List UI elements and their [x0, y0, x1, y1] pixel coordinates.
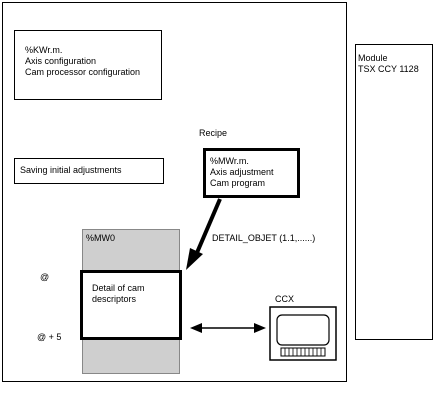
recipe-to-cam-arrow-shaft [194, 198, 222, 256]
mw0-label: %MW0 [86, 233, 115, 243]
cam-ccx-arrow-head-right [254, 323, 266, 333]
kwr-line-1: %KWr.m. [25, 45, 63, 55]
saving-adjustments-label: Saving initial adjustments [20, 165, 122, 175]
detail-objet-label: DETAIL_OBJET (1.1,......) [212, 233, 316, 243]
recipe-label: Recipe [199, 128, 228, 138]
recipe-to-cam-arrow-head [186, 248, 203, 270]
ccx-label: CCX [275, 294, 295, 304]
mwr-line-2: Axis adjustment [210, 167, 274, 177]
module-box: Module TSX CCY 1128 [355, 44, 433, 340]
mwr-line-3: Cam program [210, 178, 266, 188]
cam-descriptors-box: Detail of cam descriptors [80, 270, 182, 340]
kwr-line-3: Cam processor configuration [25, 67, 141, 77]
at-address-label: @ [40, 272, 50, 282]
at-plus5-label: @ + 5 [37, 332, 62, 342]
cam-ccx-arrow-head-left [190, 323, 202, 333]
outer-frame [2, 2, 347, 382]
cam-line-1: Detail of cam [92, 283, 145, 293]
saving-adjustments-box: Saving initial adjustments [14, 158, 164, 184]
mwr-recipe-box: %MWr.m. Axis adjustment Cam program [203, 148, 300, 198]
kwr-line-2: Axis configuration [25, 56, 97, 66]
mwr-line-1: %MWr.m. [210, 156, 249, 166]
module-line-1: Module [358, 53, 388, 63]
kwr-config-box: %KWr.m. Axis configuration Cam processor… [14, 30, 162, 100]
module-line-2: TSX CCY 1128 [358, 64, 419, 74]
cam-line-2: descriptors [92, 294, 137, 304]
ccx-terminal-icon [269, 306, 337, 361]
